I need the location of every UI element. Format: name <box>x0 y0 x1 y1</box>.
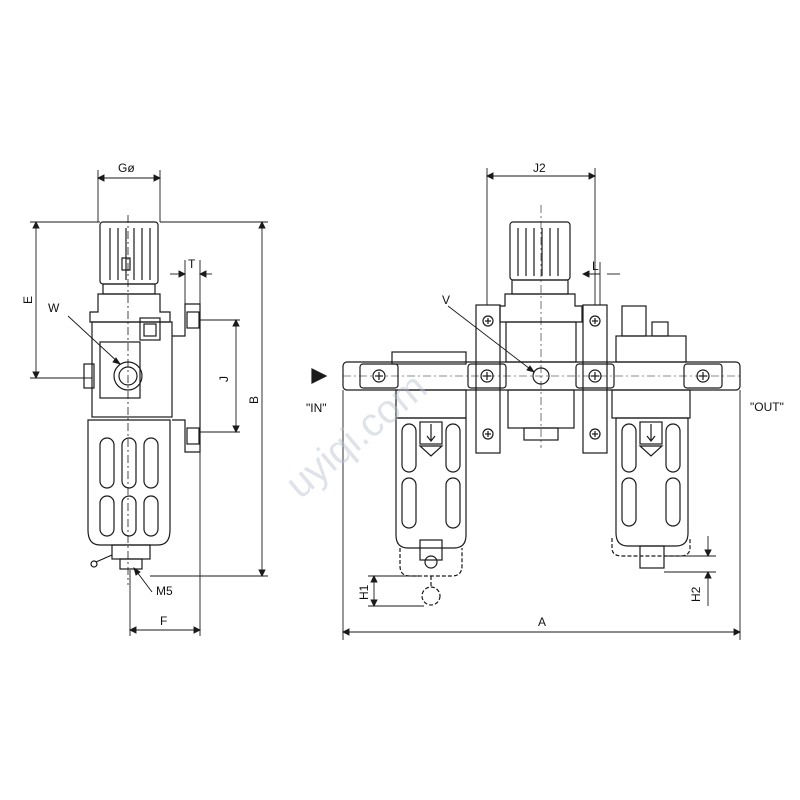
bar-plugs <box>359 363 723 389</box>
label-j: J <box>217 376 231 382</box>
drain-valve <box>90 544 151 570</box>
label-e: E <box>21 296 35 304</box>
label-out: "OUT" <box>750 400 784 414</box>
label-h1: H1 <box>357 584 371 600</box>
filter-bowl <box>87 419 171 546</box>
label-in: "IN" <box>306 401 327 415</box>
label-b: B <box>247 396 261 404</box>
label-j2: J2 <box>533 161 546 175</box>
body-block <box>91 321 173 418</box>
label-h2: H2 <box>689 586 703 602</box>
left-filter <box>391 351 467 606</box>
label-t: T <box>188 257 196 271</box>
gauge-port <box>139 317 161 341</box>
label-m5: M5 <box>156 584 173 598</box>
label-a: A <box>538 615 546 629</box>
watermark: uyiqi.com <box>278 365 436 507</box>
label-w: W <box>48 301 60 315</box>
front-dimensions <box>341 168 742 640</box>
in-arrow-icon <box>311 368 328 384</box>
mounting-bracket <box>172 303 201 453</box>
center-regulator <box>499 205 583 448</box>
regulator-knob <box>99 221 159 295</box>
side-dimensions <box>30 170 268 636</box>
label-v: V <box>442 293 450 307</box>
front-view <box>311 205 741 606</box>
label-l: L <box>592 259 599 273</box>
bracket-left <box>475 304 501 454</box>
right-filter <box>611 305 691 569</box>
label-f: F <box>160 614 167 628</box>
label-g-diameter: Gø <box>118 161 135 175</box>
side-view <box>83 215 201 585</box>
